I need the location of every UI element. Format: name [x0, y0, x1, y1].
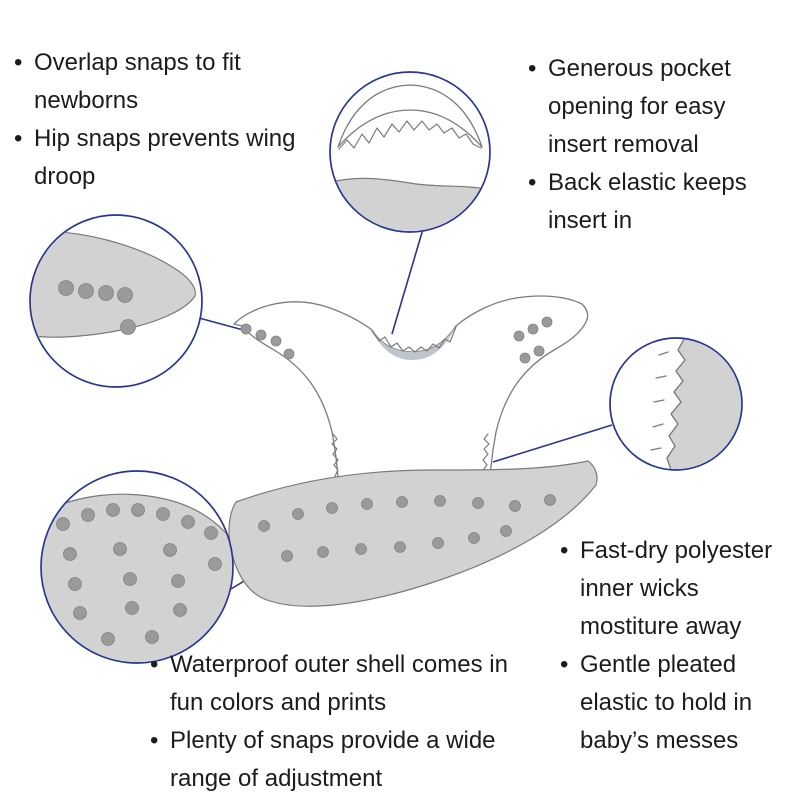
- band-zoom-snaps: [56, 503, 222, 646]
- bullet-marker: •: [560, 651, 569, 678]
- bullet-marker: •: [14, 125, 23, 152]
- callout-circle-pleats: [609, 337, 743, 471]
- pleat-zoom-edge: [666, 339, 686, 469]
- pleat-zoom-ticks: [650, 351, 669, 451]
- annotation-text: Waterproof outer shell comes in fun colo…: [170, 651, 508, 716]
- right-wing-snaps: [513, 316, 553, 364]
- pocket-flap-ruffle: [338, 120, 482, 150]
- annotation-text: Generous pocket opening for easy insert …: [548, 55, 731, 158]
- pocket-flap: [337, 84, 483, 148]
- annotation-item: • Overlap snaps to fit newborns: [14, 44, 324, 120]
- bullet-marker: •: [528, 169, 537, 196]
- annotation-item: • Gentle pleated elastic to hold in baby…: [560, 646, 785, 760]
- annotation-text: Plenty of snaps provide a wide range of …: [170, 727, 496, 792]
- bullet-marker: •: [14, 49, 23, 76]
- bullet-marker: •: [150, 651, 159, 678]
- wing-zoom-snaps: [58, 280, 136, 335]
- band-shape: [228, 460, 598, 607]
- annotation-item: • Generous pocket opening for easy inser…: [528, 50, 763, 164]
- annotation-text: Hip snaps prevents wing droop: [34, 125, 296, 190]
- annotation-item: • Fast-dry polyester inner wicks mostitu…: [560, 532, 785, 646]
- pocket-opening-ruffle: [371, 326, 457, 353]
- outer-shell-band: [228, 460, 598, 607]
- callout-pleats-content: [611, 339, 741, 469]
- annotation-item: • Waterproof outer shell comes in fun co…: [150, 646, 525, 722]
- connector-pocket: [391, 228, 424, 335]
- annotation-item: • Hip snaps prevents wing droop: [14, 120, 324, 196]
- diaper-body: [233, 295, 589, 509]
- callout-circle-band: [40, 470, 234, 664]
- band-snaps: [258, 494, 556, 562]
- annotation-top-left: • Overlap snaps to fit newborns • Hip sn…: [14, 44, 324, 196]
- annotation-bottom-center: • Waterproof outer shell comes in fun co…: [150, 646, 525, 798]
- callout-wing-content: [31, 216, 201, 386]
- bullet-marker: •: [150, 727, 159, 754]
- pocket-opening-fill: [372, 326, 456, 360]
- annotation-text: Fast-dry polyester inner wicks mostiture…: [580, 537, 773, 640]
- annotation-item: • Back elastic keeps insert in: [528, 164, 763, 240]
- annotation-text: Back elastic keeps insert in: [548, 169, 747, 234]
- bullet-marker: •: [528, 55, 537, 82]
- annotation-text: Overlap snaps to fit newborns: [34, 49, 241, 114]
- annotation-text: Gentle pleated elastic to hold in baby’s…: [580, 651, 753, 754]
- callout-circle-wing: [29, 214, 203, 388]
- left-wing-snaps: [240, 323, 295, 360]
- annotation-top-right: • Generous pocket opening for easy inser…: [528, 50, 763, 240]
- callout-band-content: [42, 472, 232, 662]
- annotation-item: • Plenty of snaps provide a wide range o…: [150, 722, 525, 798]
- wing-zoom-shape: [31, 230, 196, 338]
- callout-circle-pocket: [329, 71, 491, 233]
- bullet-marker: •: [560, 537, 569, 564]
- connector-wing: [198, 317, 248, 332]
- connector-pleats: [492, 424, 613, 463]
- annotation-bottom-right: • Fast-dry polyester inner wicks mostitu…: [560, 532, 785, 760]
